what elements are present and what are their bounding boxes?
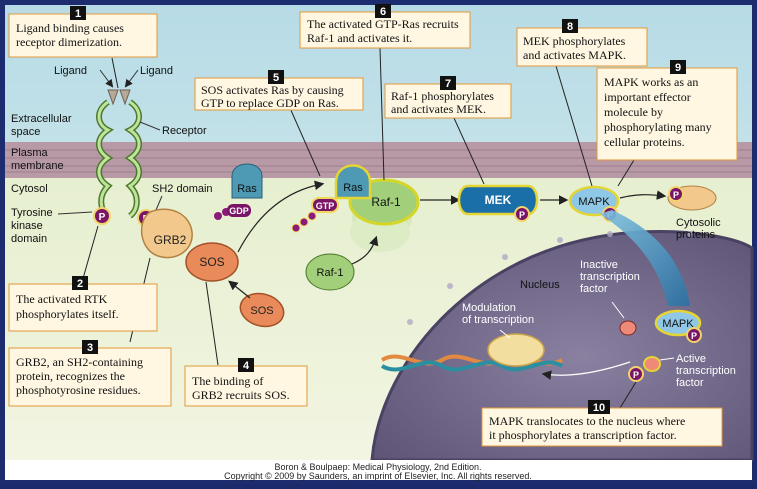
- svg-text:7: 7: [445, 78, 451, 90]
- svg-text:SOS: SOS: [250, 305, 273, 317]
- svg-text:MAPK: MAPK: [662, 318, 694, 330]
- mek-protein: MEK: [457, 184, 539, 216]
- svg-text:P: P: [633, 370, 639, 380]
- receptor-dimer: [96, 99, 142, 219]
- mek-phosphate: P: [514, 206, 530, 222]
- label-ligand-right: Ligand: [140, 65, 173, 77]
- nucleus: [370, 230, 754, 462]
- receptor-phosphate: P: [93, 207, 111, 225]
- svg-text:MAPK translocates to the nucle: MAPK translocates to the nucleus whereit…: [489, 414, 685, 442]
- svg-text:P: P: [673, 190, 679, 200]
- ras-gdp: Ras GDP: [214, 163, 263, 220]
- svg-text:SOS: SOS: [199, 255, 224, 269]
- svg-text:Ras: Ras: [343, 182, 363, 194]
- sos-free-protein: SOS: [239, 292, 285, 328]
- svg-text:6: 6: [380, 6, 386, 18]
- label-ligand-left: Ligand: [54, 65, 87, 77]
- sos-protein: SOS: [185, 242, 239, 282]
- svg-text:P: P: [99, 212, 106, 223]
- svg-text:4: 4: [243, 360, 250, 372]
- footer-strip: [5, 460, 752, 480]
- svg-text:3: 3: [87, 342, 93, 354]
- footer-line1: Boron & Boulpaep: Medical Physiology, 2n…: [275, 462, 482, 472]
- callout-10: 10 MAPK translocates to the nucleus wher…: [481, 400, 723, 447]
- svg-text:GTP: GTP: [316, 201, 335, 211]
- svg-text:2: 2: [77, 278, 83, 290]
- svg-text:Raf-1: Raf-1: [317, 267, 344, 279]
- mapk-translocation-beam: [600, 210, 690, 306]
- svg-text:P: P: [519, 210, 525, 220]
- svg-text:10: 10: [593, 402, 605, 414]
- svg-text:5: 5: [273, 72, 279, 84]
- label-sh2-domain: SH2 domain: [152, 183, 213, 195]
- svg-text:Raf-1: Raf-1: [371, 195, 401, 209]
- svg-text:GDP: GDP: [229, 206, 249, 216]
- dna-helix: [380, 333, 564, 372]
- svg-text:MAPK: MAPK: [578, 196, 610, 208]
- raf1-free: Raf-1: [305, 253, 355, 291]
- svg-text:GRB2: GRB2: [154, 233, 187, 247]
- ras-gtp: Ras GTP: [291, 164, 372, 233]
- footer-line2: Copyright © 2009 by Saunders, an imprint…: [224, 471, 532, 481]
- label-receptor: Receptor: [162, 125, 207, 137]
- active-tf: P: [628, 356, 661, 382]
- ligand-pair: [107, 89, 131, 106]
- svg-text:MEK: MEK: [485, 193, 512, 207]
- svg-text:Ras: Ras: [237, 183, 257, 195]
- grb2-protein: GRB2: [140, 208, 193, 259]
- mapk-nuclear: MAPK P: [654, 309, 702, 343]
- label-nucleus: Nucleus: [520, 279, 560, 291]
- label-cytosol: Cytosol: [11, 183, 48, 195]
- nuclear-pores: [407, 231, 693, 325]
- svg-text:P: P: [691, 331, 697, 341]
- svg-text:9: 9: [675, 62, 681, 74]
- inactive-tf: [619, 320, 637, 336]
- cytosolic-protein: P: [667, 185, 717, 211]
- svg-text:8: 8: [567, 21, 573, 33]
- svg-text:1: 1: [75, 8, 81, 20]
